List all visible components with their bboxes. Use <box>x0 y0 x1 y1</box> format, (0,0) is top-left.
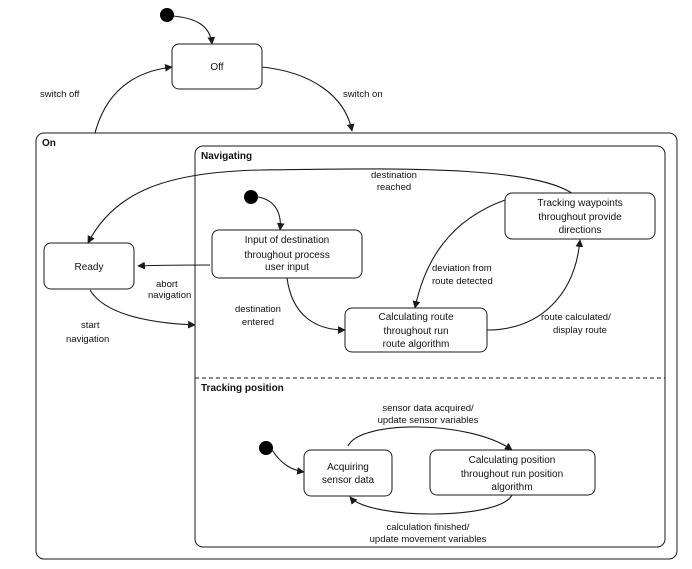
state-tracking-waypoints-line3: directions <box>559 225 602 236</box>
navigating-region-label: Navigating <box>201 151 252 162</box>
label-switch-on: switch on <box>343 89 383 100</box>
state-input-destination-line2: throughout process <box>244 250 330 261</box>
state-input-destination-line1: Input of destination <box>245 235 330 246</box>
label-destination-entered-2: entered <box>242 317 274 328</box>
state-acquiring-line1: Acquiring <box>327 462 369 473</box>
state-calculating-route: Calculating route throughout run route a… <box>344 307 488 353</box>
label-deviation-route-1: deviation from <box>432 263 492 274</box>
edge-initial-acquiring <box>271 449 305 475</box>
state-calculating-position-line1: Calculating position <box>469 455 556 466</box>
state-input-destination: Input of destination throughout process … <box>211 229 363 279</box>
edge-sensor-data-acquired <box>347 426 513 451</box>
initial-state-top <box>160 8 174 22</box>
label-calculation-finished-2: update movement variables <box>370 534 487 545</box>
on-region <box>35 132 678 560</box>
state-calculating-position-line3: algorithm <box>491 482 532 493</box>
state-acquiring-line2: sensor data <box>322 475 375 486</box>
state-ready: Ready <box>43 242 135 290</box>
edge-initial-off <box>172 15 216 45</box>
state-calculating-route-line1: Calculating route <box>378 312 453 323</box>
state-calculating-route-line2: throughout run <box>383 326 448 337</box>
tracking-position-region-label: Tracking position <box>201 383 284 394</box>
initial-state-tracking <box>259 441 273 455</box>
state-tracking-waypoints: Tracking waypoints throughout provide di… <box>504 192 656 240</box>
edge-destination-reached <box>87 168 581 244</box>
initial-state-navigating <box>244 190 258 204</box>
label-start-navigation-2: navigation <box>66 334 109 345</box>
label-route-calculated-2: display route <box>553 325 607 336</box>
label-destination-reached-1: destination <box>371 170 417 181</box>
edge-initial-input <box>257 196 285 231</box>
on-region-label: On <box>42 138 56 149</box>
label-deviation-route-2: route detected <box>432 276 493 287</box>
edge-switch-on <box>261 66 355 132</box>
state-calculating-route-line3: route algorithm <box>383 339 450 350</box>
label-sensor-data-acquired-1: sensor data acquired/ <box>382 403 474 414</box>
edge-calculation-finished <box>349 494 513 515</box>
state-tracking-waypoints-line2: throughout provide <box>538 212 622 223</box>
label-calculation-finished-1: calculation finished/ <box>387 522 470 533</box>
state-input-destination-line3: user input <box>265 262 309 273</box>
edge-deviation-route <box>412 199 506 309</box>
label-sensor-data-acquired-2: update sensor variables <box>378 415 479 426</box>
label-route-calculated-1: route calculated/ <box>541 312 611 323</box>
label-switch-off: switch off <box>40 89 80 100</box>
state-off-label: Off <box>210 62 223 73</box>
state-calculating-position-line2: throughout run position <box>461 469 563 480</box>
navigating-region <box>194 145 666 548</box>
state-acquiring-sensor-data: Acquiring sensor data <box>303 449 393 497</box>
state-tracking-waypoints-line1: Tracking waypoints <box>537 198 622 209</box>
edge-route-calculated <box>486 239 584 331</box>
label-abort-navigation-2: navigation <box>148 290 191 301</box>
state-off: Off <box>171 43 263 90</box>
label-abort-navigation-1: abort <box>156 279 178 290</box>
edge-start-navigation <box>89 289 196 329</box>
edge-destination-entered <box>286 277 346 334</box>
edge-switch-off <box>94 63 173 134</box>
label-destination-reached-2: reached <box>377 182 411 193</box>
label-destination-entered-1: destination <box>235 304 281 315</box>
state-ready-label: Ready <box>75 262 104 273</box>
edge-abort-navigation <box>137 261 211 270</box>
state-calculating-position: Calculating position throughout run posi… <box>429 449 596 496</box>
label-start-navigation-1: start <box>81 320 100 331</box>
